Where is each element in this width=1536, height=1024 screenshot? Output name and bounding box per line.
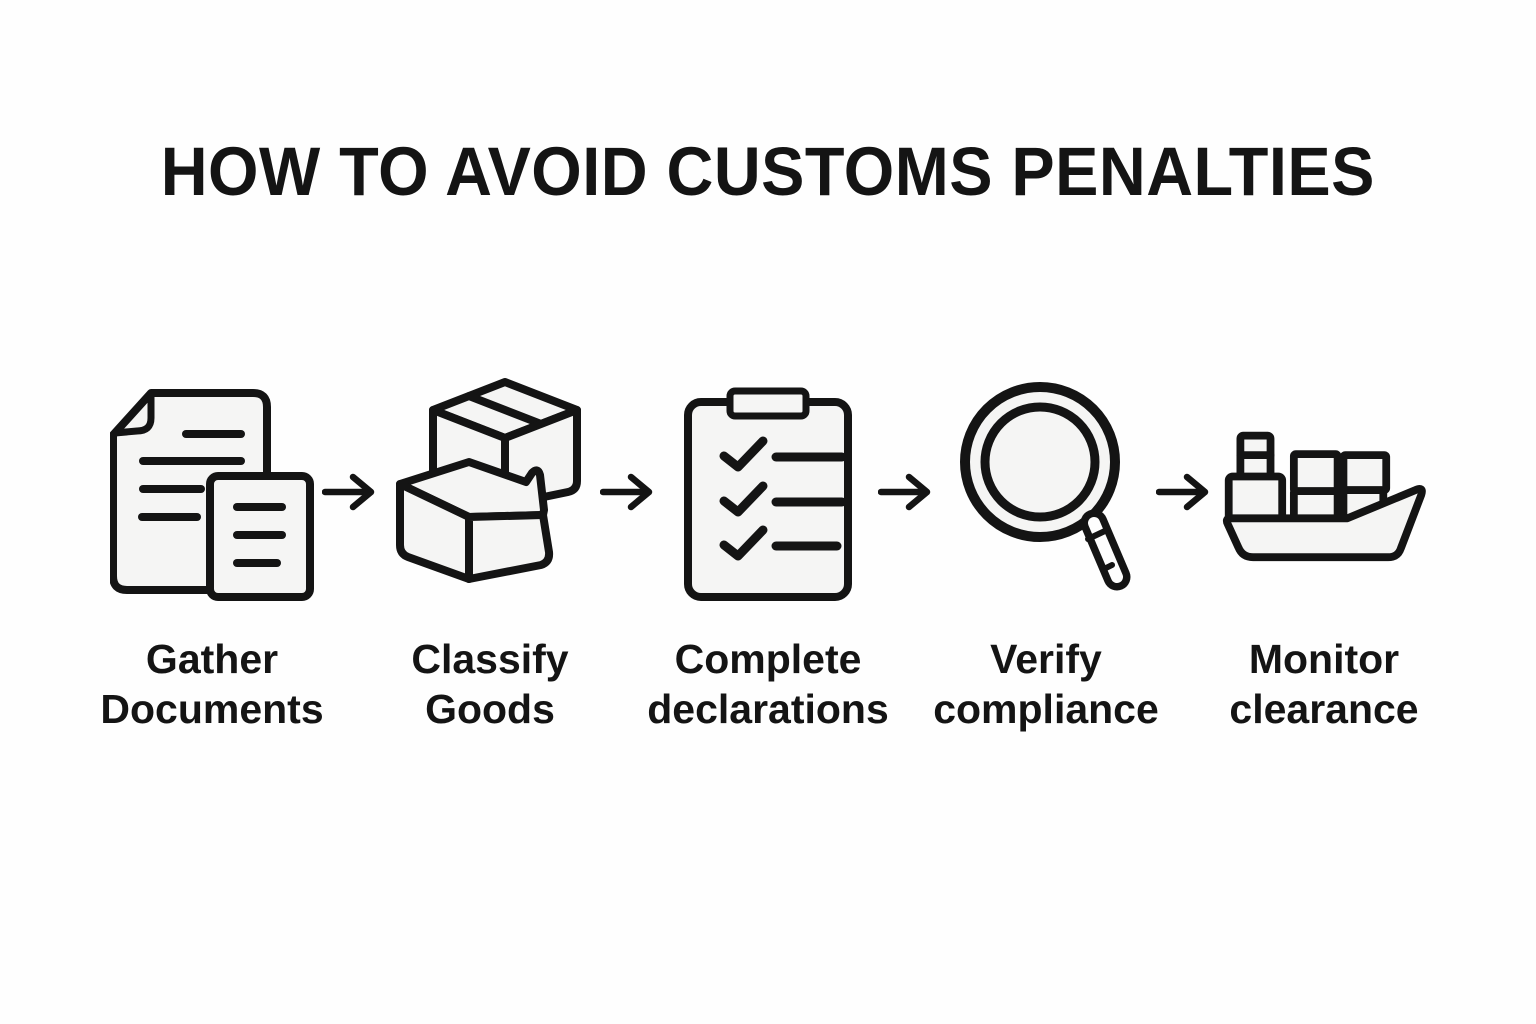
documents-icon [109,388,314,601]
magnifier-icon-box [941,372,1151,616]
arrow-icon [878,473,931,511]
step-monitor-clearance: Monitor clearance [1219,372,1429,734]
step-label: Classify Goods [411,636,569,732]
page-title: HOW TO AVOID CUSTOMS PENALTIES [0,137,1536,206]
boxes-icon-box [385,372,595,616]
step-label: Complete declarations [647,636,889,732]
clipboard-icon-box [663,372,873,616]
step-gather-documents: Gather Documents [100,372,324,734]
documents-icon-box [107,372,317,616]
step-label: Verify compliance [933,636,1159,732]
step-label: Gather Documents [100,636,324,732]
cargo-ship-icon [1222,431,1426,562]
magnifying-glass-icon [960,382,1131,591]
arrow-icon [600,473,653,511]
page-title-text: HOW TO AVOID CUSTOMS PENALTIES [160,133,1376,210]
step-complete-declarations: Complete declarations [647,372,889,734]
ship-icon-box [1219,372,1429,616]
arrow-icon [1156,473,1209,511]
step-label: Monitor clearance [1229,636,1419,732]
boxes-icon [396,378,581,583]
step-verify-compliance: Verify compliance [933,372,1159,734]
arrow-icon [322,473,375,511]
step-classify-goods: Classify Goods [385,372,595,734]
process-flow: Gather Documents Classify Goods [0,372,1536,734]
clipboard-checklist-icon [684,387,852,601]
